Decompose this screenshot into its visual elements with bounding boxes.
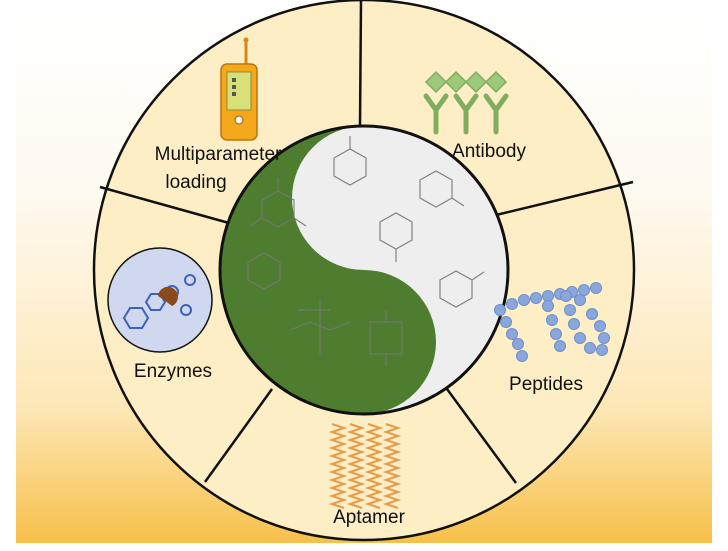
- peptide-bead: [506, 298, 518, 310]
- peptide-bead: [546, 314, 558, 326]
- peptide-bead: [494, 304, 506, 316]
- peptide-bead: [596, 344, 608, 356]
- peptide-bead: [594, 320, 606, 332]
- molecule-structures: [247, 136, 485, 366]
- peptide-bead: [542, 290, 554, 302]
- label-antibody: Antibody: [452, 141, 526, 162]
- handheld-device-icon: [220, 37, 258, 141]
- peptide-bead: [574, 332, 586, 344]
- label-multiparameter-line2: loading: [165, 172, 226, 193]
- label-enzymes: Enzymes: [134, 361, 212, 382]
- peptide-bead: [518, 294, 530, 306]
- peptide-bead: [550, 328, 562, 340]
- peptide-bead-chains-icon: [494, 282, 610, 362]
- peptide-bead: [500, 316, 512, 328]
- peptide-bead: [584, 342, 596, 354]
- peptide-bead: [590, 282, 602, 294]
- aptamer-strand: [346, 423, 366, 509]
- peptide-bead: [598, 332, 610, 344]
- peptide-bead: [560, 290, 572, 302]
- peptide-bead: [506, 328, 518, 340]
- aptamer-strand: [328, 423, 348, 509]
- aptamer-strand: [382, 423, 402, 509]
- peptide-bead: [542, 300, 554, 312]
- peptide-bead: [564, 304, 576, 316]
- peptide-bead: [554, 340, 566, 352]
- peptide-bead: [574, 294, 586, 306]
- antibody-y-shapes-icon: [423, 70, 509, 135]
- peptide-bead: [512, 338, 524, 350]
- peptide-bead: [568, 318, 580, 330]
- enzyme-circle-icon: [107, 247, 213, 353]
- label-aptamer: Aptamer: [333, 507, 405, 528]
- peptide-bead: [578, 284, 590, 296]
- peptide-bead: [516, 350, 528, 362]
- peptide-bead: [530, 292, 542, 304]
- label-multiparameter-line1: Multiparameter: [155, 144, 282, 165]
- label-peptides: Peptides: [509, 374, 583, 395]
- aptamer-strand: [364, 423, 384, 509]
- segment-dividers: [99, 0, 634, 484]
- peptide-bead: [586, 308, 598, 320]
- yin-yang-icon: [218, 124, 510, 416]
- aptamer-strands-icon: [328, 423, 402, 509]
